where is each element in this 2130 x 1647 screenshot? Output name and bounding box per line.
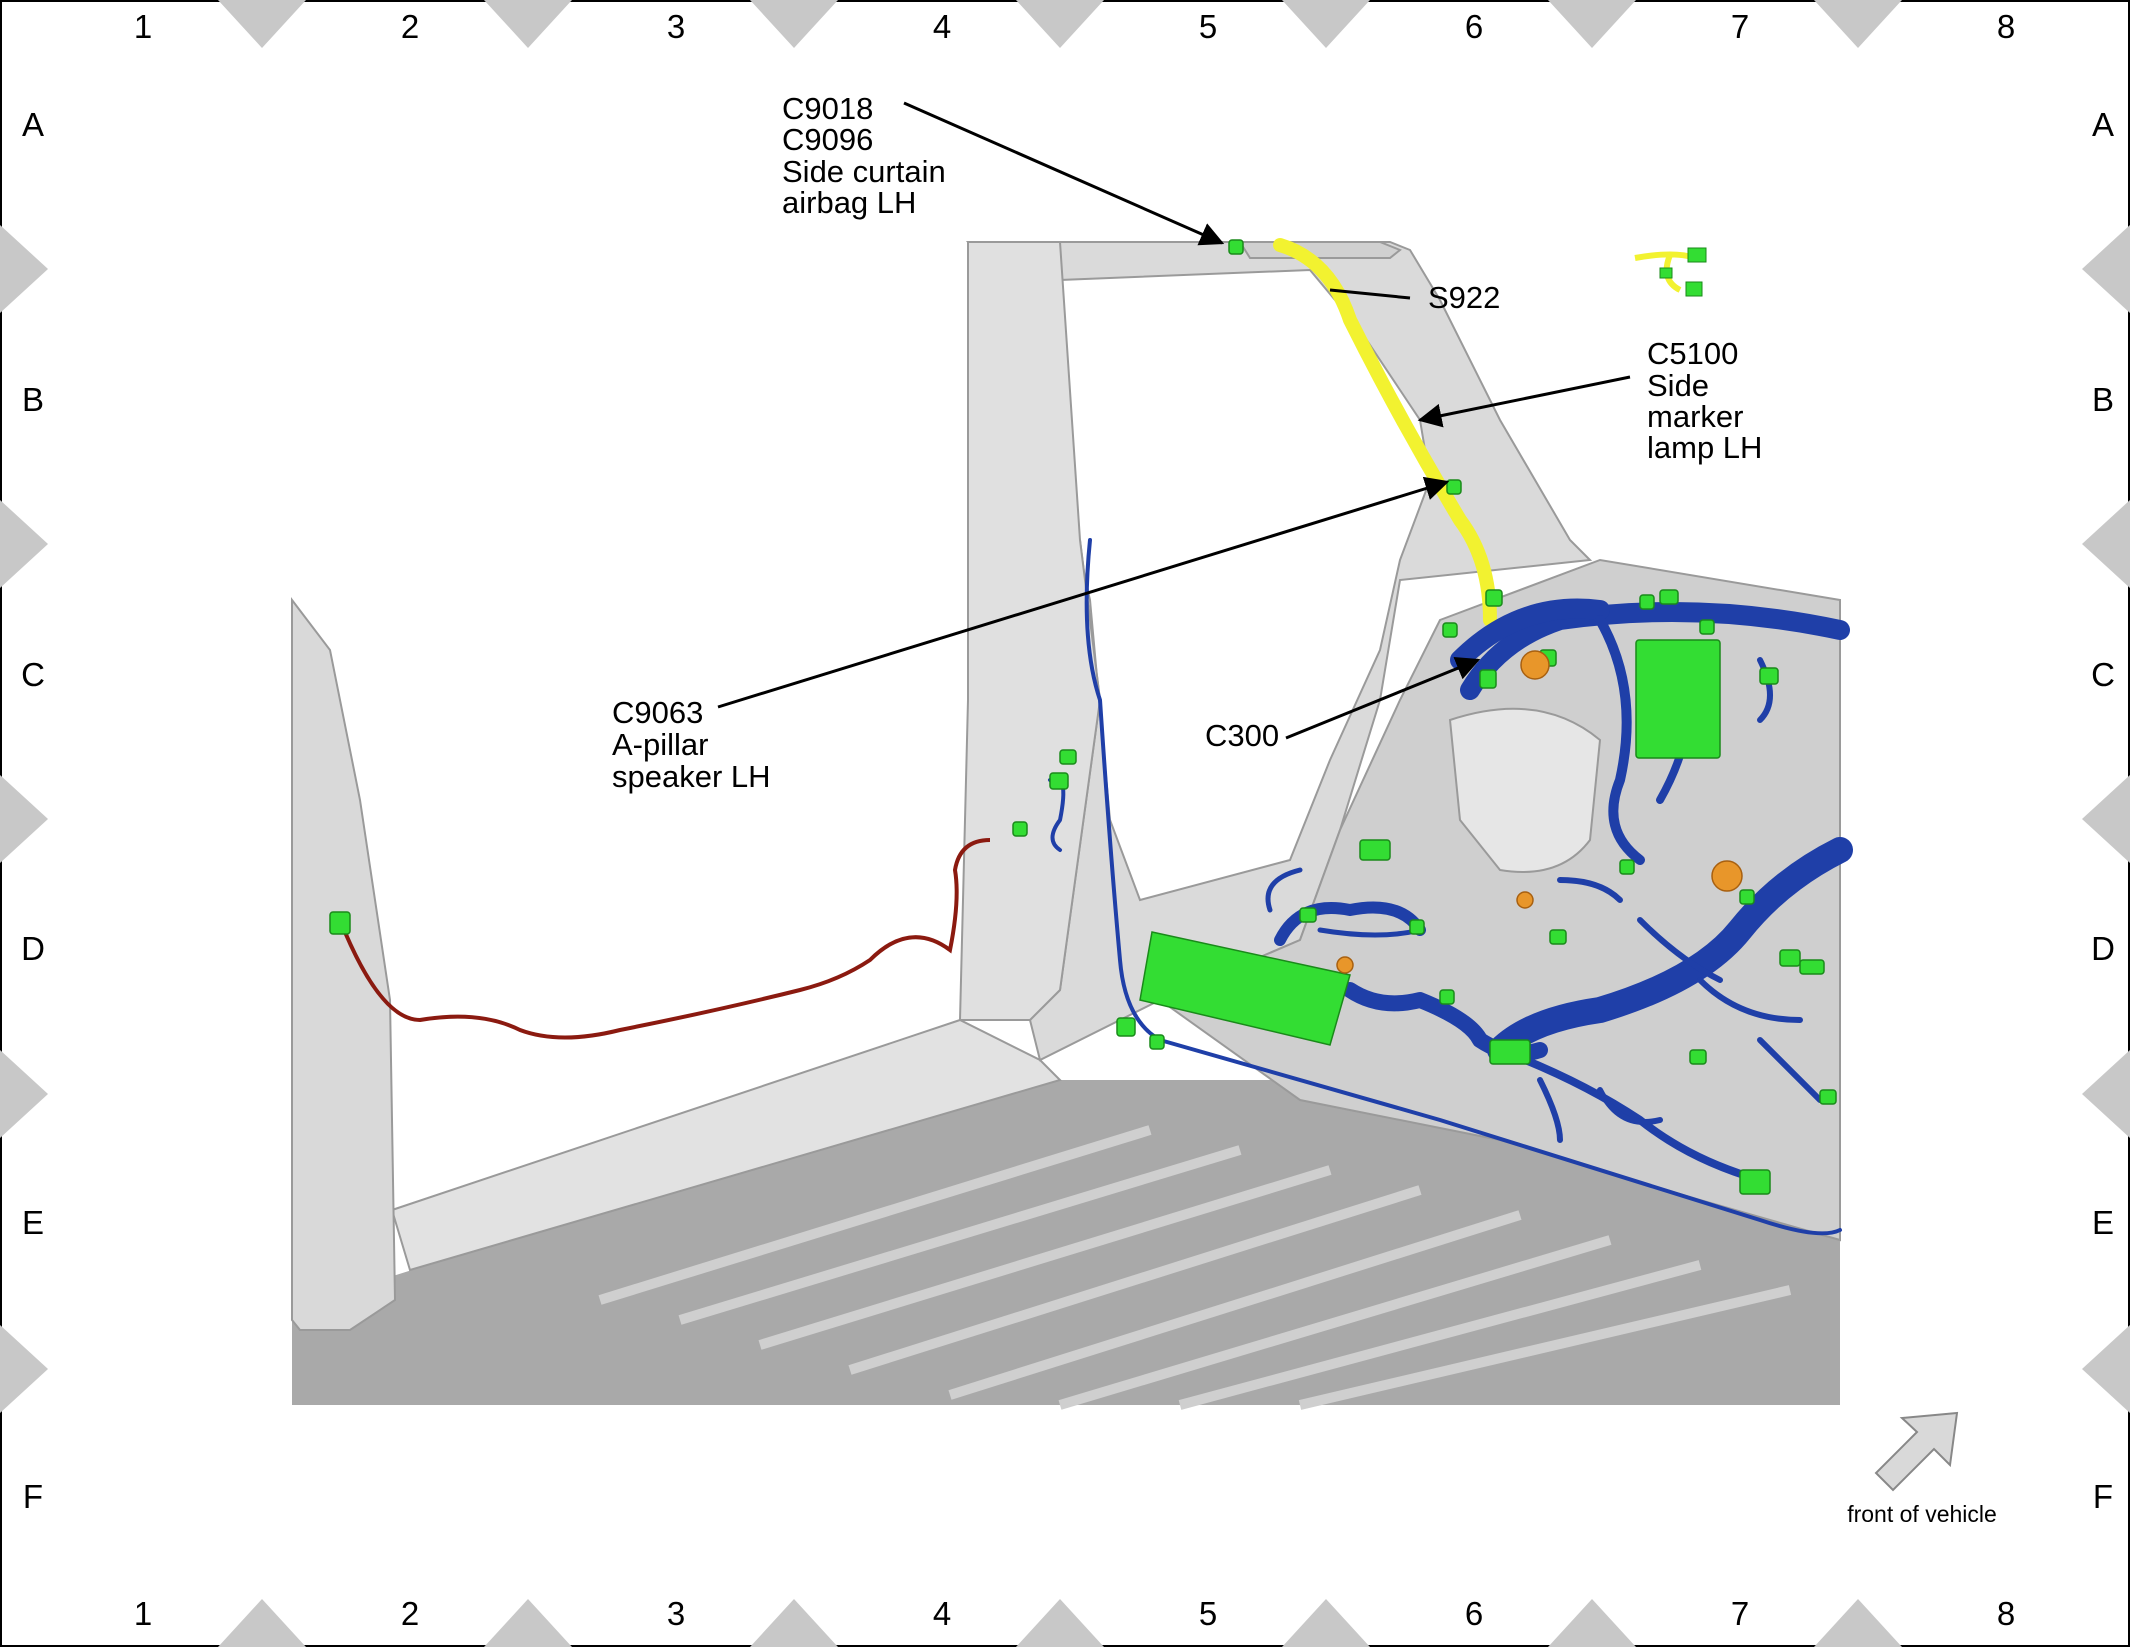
grid-row-f-right: F	[2093, 1478, 2113, 1515]
grid-col-8-bottom: 8	[1997, 1595, 2015, 1632]
grid-row-a-right: A	[2092, 106, 2114, 143]
grid-row-c-right: C	[2091, 656, 2115, 693]
grid-row-c-left: C	[21, 656, 45, 693]
front-of-vehicle-arrow-icon	[1874, 1411, 1959, 1492]
grid-row-d-right: D	[2091, 930, 2115, 967]
front-of-vehicle-indicator: front of vehicle	[1847, 1411, 1997, 1527]
grid-col-3-top: 3	[667, 8, 685, 45]
b-pillar	[291, 597, 397, 1331]
grid-row-d-left: D	[21, 930, 45, 967]
callout-c5100-line-1: C5100	[1647, 336, 1738, 371]
callout-c9018-line-1: C9018	[782, 91, 873, 126]
callout-s922: S922	[1329, 280, 1500, 315]
callout-c300: C300	[1205, 657, 1481, 753]
grid-col-3-bottom: 3	[667, 1595, 685, 1632]
callout-c9018: C9018 C9096 Side curtain airbag LH	[782, 91, 1225, 246]
grid-columns-bottom: 1 2 3 4 5 6 7 8	[134, 1595, 2015, 1632]
grid-col-4-top: 4	[933, 8, 951, 45]
grid-rows-left: A B C D E F	[21, 106, 45, 1515]
front-of-vehicle-label: front of vehicle	[1847, 1501, 1997, 1527]
grid-row-a-left: A	[22, 106, 44, 143]
grid-row-b-left: B	[22, 381, 44, 418]
grid-col-8-top: 8	[1997, 8, 2015, 45]
pedal-box	[1448, 707, 1602, 873]
callout-c9018-line-2: C9096	[782, 122, 873, 157]
grid-col-6-bottom: 6	[1465, 1595, 1483, 1632]
callout-c9063-line-3: speaker LH	[612, 759, 771, 794]
callout-c300-line-1: C300	[1205, 718, 1279, 753]
callout-c9063: C9063 A-pillar speaker LH	[612, 476, 1450, 794]
connector-inset-icon	[1634, 247, 1707, 297]
grid-row-b-right: B	[2092, 381, 2114, 418]
grid-col-2-bottom: 2	[401, 1595, 419, 1632]
floor-panel	[292, 1080, 1840, 1405]
grid-col-5-bottom: 5	[1199, 1595, 1217, 1632]
a-pillar-column	[958, 241, 1102, 1021]
callout-c9063-line-1: C9063	[612, 695, 703, 730]
grid-col-7-bottom: 7	[1731, 1595, 1749, 1632]
callout-c5100-leader	[1417, 375, 1631, 428]
callout-c5100-line-2: Side	[1647, 368, 1709, 403]
connectors	[329, 239, 1837, 1195]
floor-ribs	[598, 1125, 1792, 1410]
grid-col-4-bottom: 4	[933, 1595, 951, 1632]
grid-row-e-left: E	[22, 1204, 44, 1241]
door-sill	[390, 1018, 1062, 1272]
callout-s922-leader	[1329, 288, 1411, 300]
harness-yellow	[1273, 238, 1497, 627]
callout-c9018-line-4: airbag LH	[782, 185, 916, 220]
grid-row-e-right: E	[2092, 1204, 2114, 1241]
grid-col-7-top: 7	[1731, 8, 1749, 45]
callout-c5100: C5100 Side marker lamp LH	[1417, 336, 1762, 465]
callout-c9063-leader	[717, 476, 1450, 709]
grid-rows-right: A B C D E F	[2091, 106, 2115, 1515]
grid-row-f-left: F	[23, 1478, 43, 1515]
callout-c9018-leader	[903, 101, 1225, 246]
callout-c5100-line-4: lamp LH	[1647, 430, 1762, 465]
grommets	[1336, 650, 1743, 974]
grid-col-1-bottom: 1	[134, 1595, 152, 1632]
callout-c5100-line-3: marker	[1647, 399, 1743, 434]
harness-red	[338, 838, 991, 1040]
callout-c9018-line-3: Side curtain	[782, 154, 946, 189]
callout-c300-leader	[1285, 657, 1481, 740]
callout-c9063-line-2: A-pillar	[612, 727, 708, 762]
roof-rail	[1238, 241, 1402, 259]
grid-col-6-top: 6	[1465, 8, 1483, 45]
grid-col-2-top: 2	[401, 8, 419, 45]
grid-col-1-top: 1	[134, 8, 152, 45]
grid-col-5-top: 5	[1199, 8, 1217, 45]
grid-columns-top: 1 2 3 4 5 6 7 8	[134, 8, 2015, 45]
callout-s922-line-1: S922	[1428, 280, 1500, 315]
